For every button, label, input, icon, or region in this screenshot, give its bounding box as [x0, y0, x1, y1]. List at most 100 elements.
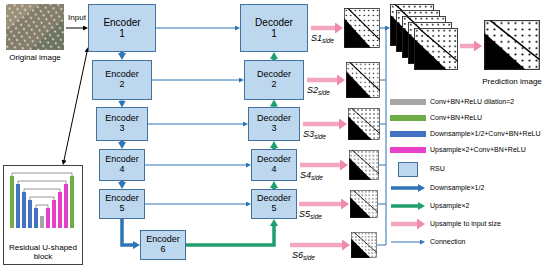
layer-bar — [52, 200, 56, 228]
input-arrow — [66, 28, 83, 29]
node-label: Decoder 1 — [252, 17, 296, 39]
downsample-arrow — [120, 181, 124, 182]
node-label: Encoder 1 — [100, 17, 144, 39]
node-label: Prediction image — [482, 78, 542, 87]
fusion-line — [377, 28, 386, 245]
arrow-sample — [390, 200, 426, 212]
encoder-block: Encoder 2 — [92, 60, 152, 100]
arrow-sample-line — [391, 204, 418, 208]
layer-bar — [16, 184, 20, 228]
legend-row: Conv+BN+ReLU dilation=2 — [390, 94, 514, 110]
node-label: Encoder 3 — [103, 114, 141, 134]
layer-bar — [10, 176, 14, 228]
encoder-block: Encoder 1 — [88, 4, 156, 52]
decoder-block: Decoder 5 — [251, 189, 297, 219]
arrow-sample — [390, 182, 426, 194]
side-map — [351, 232, 377, 258]
input-image: Original image — [4, 4, 66, 64]
layer-bar — [46, 208, 50, 228]
node-label: Encoder 2 — [103, 70, 141, 90]
upsample-arrow — [311, 26, 335, 31]
layer-bar — [22, 192, 26, 228]
legend-text: Upsample×2 — [430, 202, 470, 210]
arrow-sample-line — [391, 186, 418, 190]
downsample-arrow — [120, 52, 124, 53]
legend-row: Downsample×1/2+Conv+BN+ReLU — [390, 126, 541, 142]
arrow-sample — [390, 236, 426, 248]
side-output-label: S4side — [300, 171, 323, 182]
layer-swatch — [390, 131, 426, 137]
skip-lines — [12, 173, 72, 208]
encoder-block: Encoder 6 — [140, 230, 186, 260]
layer-bar — [28, 200, 32, 228]
side-map — [349, 150, 379, 180]
fusion-wires — [377, 28, 386, 245]
side-map — [346, 62, 380, 98]
side-map — [348, 108, 380, 140]
fusion-arrow — [380, 28, 385, 29]
side-output-label: S2side — [307, 86, 330, 97]
legend-row: Downsample×1/2 — [390, 180, 484, 196]
node-label: Encoder 4 — [103, 155, 141, 175]
upsample-arrow — [290, 243, 342, 248]
legend-row: RSU — [390, 161, 445, 177]
connection-arrow — [152, 80, 239, 81]
encoder-block: Encoder 4 — [99, 149, 145, 181]
input-arrow — [64, 52, 87, 160]
decoder-block: Decoder 1 — [240, 4, 308, 52]
legend-row: Conv+BN+ReLU — [390, 110, 482, 126]
legend-row: Connection — [390, 234, 465, 250]
layer-swatch — [390, 115, 426, 121]
side-output-label: S6side — [292, 251, 315, 262]
prediction-image: Prediction image — [480, 18, 544, 88]
upsample-arrow — [303, 122, 339, 127]
legend-text: Downsample×1/2 — [430, 184, 484, 192]
side-output-label: S5side — [299, 210, 322, 221]
side-output-label: S1side — [311, 34, 334, 45]
rsu-detail-block: Residual U-shaped block — [3, 165, 83, 265]
layer-bar — [64, 184, 68, 228]
upsample-arrow — [299, 202, 341, 207]
layer-bar — [70, 176, 74, 228]
legend-text: Conv+BN+ReLU — [430, 114, 482, 122]
layer-swatch — [390, 99, 426, 105]
rsu-bars — [10, 173, 74, 228]
layer-swatch — [390, 147, 426, 153]
downsample-arrow — [122, 219, 133, 245]
layer-bar — [40, 216, 44, 228]
legend-text: Upsample×2+Conv+BN+ReLU — [430, 146, 526, 154]
decoder-block: Decoder 2 — [244, 60, 304, 100]
edge-label: Input — [67, 14, 87, 23]
legend-row: Upsample×2 — [390, 198, 470, 214]
rsu-swatch — [398, 162, 418, 177]
legend-row: Upsample to input size — [390, 216, 501, 232]
legend-text: RSU — [430, 165, 445, 173]
aerial-photo — [6, 4, 64, 50]
decoder-block: Decoder 4 — [251, 149, 297, 181]
node-label: Encoder 5 — [103, 194, 141, 214]
arrow-sample-line — [391, 242, 420, 243]
stacked-map — [414, 28, 458, 70]
legend-text: Downsample×1/2+Conv+BN+ReLU — [430, 130, 541, 138]
side-output-label: S3side — [303, 130, 326, 141]
node-label: Decoder 4 — [255, 155, 293, 175]
connection-arrow — [148, 124, 243, 125]
node-label: Encoder 6 — [144, 235, 182, 255]
layer-bar — [34, 208, 38, 228]
legend-row: Upsample×2+Conv+BN+ReLU — [390, 142, 526, 158]
decoder-block: Decoder 3 — [248, 107, 300, 141]
arrow-sample — [390, 218, 426, 230]
legend-text: Conv+BN+ReLU dilation=2 — [430, 98, 514, 106]
node-label: Decoder 2 — [255, 70, 293, 90]
encoder-block: Encoder 5 — [99, 189, 145, 219]
upsample-arrow — [300, 163, 340, 168]
connection-arrow — [145, 165, 246, 166]
connection-arrow — [145, 204, 246, 205]
fuse-arrow — [460, 44, 474, 49]
side-map — [344, 8, 380, 48]
fused-stack — [390, 4, 458, 70]
encoder-block: Encoder 3 — [96, 107, 148, 141]
node-label: Decoder 3 — [255, 114, 293, 134]
prediction-map — [484, 20, 540, 70]
